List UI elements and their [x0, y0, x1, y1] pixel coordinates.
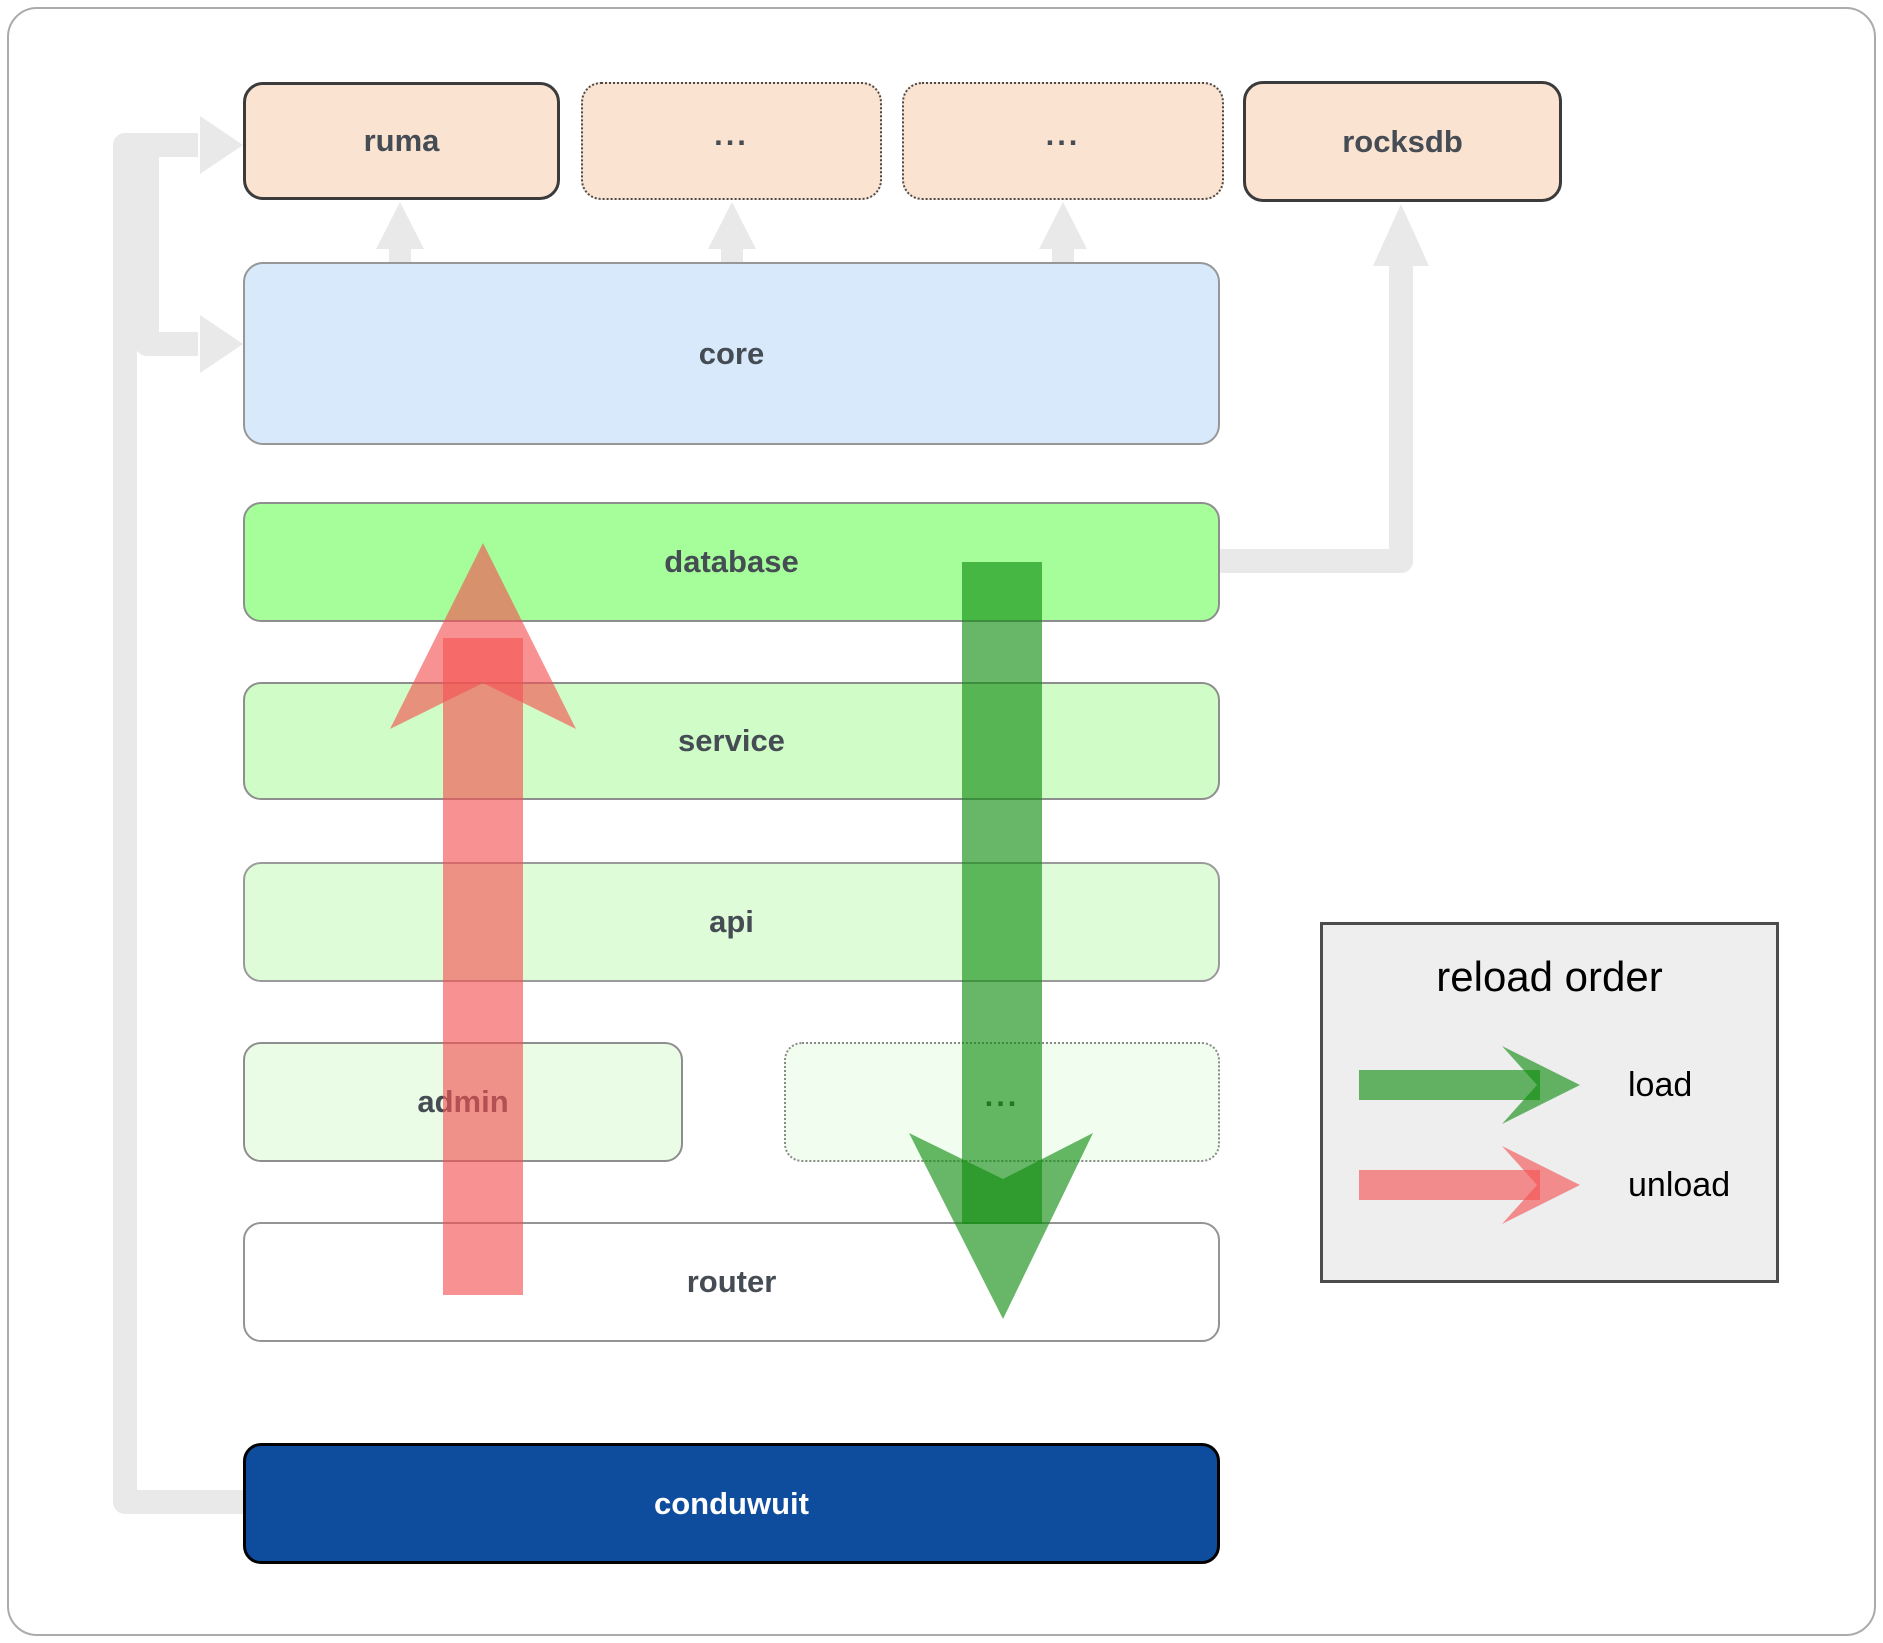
- legend-load-label: load: [1628, 1066, 1693, 1104]
- box-service: service: [243, 682, 1220, 800]
- box-conduwuit-label: conduwuit: [654, 1485, 809, 1521]
- box-rocksdb: rocksdb: [1243, 81, 1562, 202]
- diagram-frame: [7, 7, 1876, 1636]
- box-router: router: [243, 1222, 1220, 1342]
- box-core-label: core: [698, 335, 765, 371]
- legend-unload-label: unload: [1628, 1166, 1731, 1204]
- box-admin: admin: [243, 1042, 683, 1162]
- box-database-label: database: [664, 544, 799, 579]
- box-ellipsis-top-2: ...: [902, 82, 1224, 200]
- box-core: core: [243, 262, 1220, 445]
- box-database: database: [243, 502, 1220, 622]
- box-ruma-label: ruma: [363, 123, 440, 158]
- box-ellipsis-bottom: ...: [784, 1042, 1220, 1162]
- box-ellipsis-top-1: ...: [581, 82, 882, 200]
- box-ellipsis-top-2-label: ...: [1045, 117, 1081, 152]
- box-api: api: [243, 862, 1220, 982]
- box-api-label: api: [709, 904, 754, 939]
- box-service-label: service: [678, 723, 785, 758]
- legend-title: reload order: [1436, 953, 1663, 1000]
- box-ellipsis-top-1-label: ...: [714, 117, 749, 152]
- legend-reload-order: reload order load unload: [1320, 922, 1779, 1283]
- box-admin-label: admin: [417, 1084, 509, 1119]
- unload-arrow-icon: [1359, 1146, 1580, 1224]
- box-ruma: ruma: [243, 82, 560, 200]
- box-rocksdb-label: rocksdb: [1342, 123, 1463, 159]
- box-ellipsis-bottom-label: ...: [984, 1078, 1020, 1113]
- load-arrow-icon: [1359, 1046, 1580, 1124]
- box-router-label: router: [686, 1264, 777, 1299]
- box-conduwuit: conduwuit: [243, 1443, 1220, 1564]
